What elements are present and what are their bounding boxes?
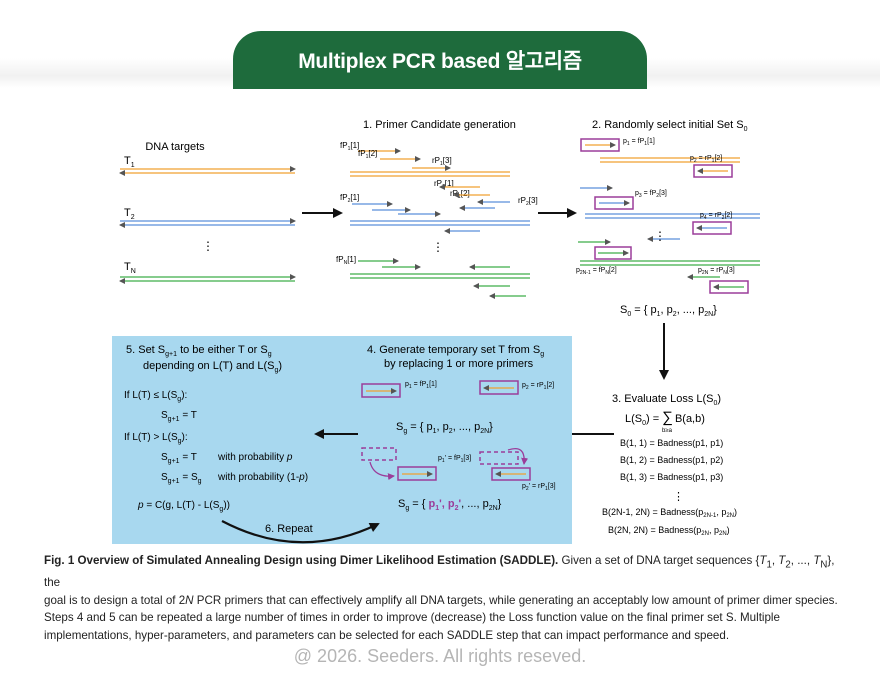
caption-line-2: goal is to design a total of 2N PCR prim… bbox=[44, 593, 838, 607]
saddle-figure: DNA targets T1 T2 ⋮ TN 1. Primer Candida… bbox=[112, 119, 760, 544]
label-fpn-1: fPN[1] bbox=[336, 255, 356, 266]
label-p1-prime: p1' = fP1[3] bbox=[438, 455, 471, 464]
label-rp1-3: rP1[3] bbox=[432, 156, 452, 167]
copyright-footer: @ 2026. Seeders. All rights reseved. bbox=[293, 646, 587, 666]
dna-targets-title: DNA targets bbox=[145, 141, 205, 153]
step1-title: 1. Primer Candidate generation bbox=[363, 119, 516, 131]
panel-initial-set: 2. Randomly select initial Set S0 p1 = f… bbox=[576, 119, 760, 318]
label-p3: p3 = fP2[3] bbox=[635, 190, 667, 199]
label-p1: p1 = fP1[1] bbox=[623, 138, 655, 147]
label-rp2-3: rP2[3] bbox=[518, 196, 538, 207]
step2-title: 2. Randomly select initial Set S0 bbox=[592, 119, 748, 133]
step4-title-line1: 4. Generate temporary set T from Sg bbox=[367, 344, 544, 358]
condition-gt: If L(T) > L(Sg): bbox=[124, 432, 188, 445]
set-sg-updated: Sg = { p1', p2', ..., p2N} bbox=[398, 498, 502, 512]
p-definition: p = C(g, L(T) - L(Sg)) bbox=[137, 500, 230, 513]
prob-1-p: with probability (1-p) bbox=[217, 472, 308, 483]
panel-temporary-set: 4. Generate temporary set T from Sg by r… bbox=[361, 344, 556, 512]
prob-p: with probability p bbox=[217, 452, 293, 463]
loss-formula: L(S0) = ∑B(a,b) bbox=[625, 409, 705, 427]
set-sg: Sg = { p1, p2, ..., p2N} bbox=[396, 421, 493, 435]
step6-label: 6. Repeat bbox=[265, 523, 313, 535]
panel-primer-candidates: 1. Primer Candidate generation fP1[1] fP… bbox=[336, 119, 538, 299]
label-p2-prime: p2' = rP1[3] bbox=[522, 483, 556, 492]
step5-title-line2: depending on L(T) and L(Sg) bbox=[143, 360, 282, 374]
label-fp1-1: fP1[1] bbox=[340, 141, 359, 152]
panel-set-next: 5. Set Sg+1 to be either T or Sg dependi… bbox=[124, 344, 308, 513]
step4-title-line2: by replacing 1 or more primers bbox=[384, 358, 534, 370]
sum-subscript: b≥a bbox=[662, 428, 673, 434]
vdots-initial: ⋮ bbox=[654, 229, 666, 243]
vdots-loss: ⋮ bbox=[673, 491, 684, 503]
result-gt-sg: Sg+1 = Sg bbox=[161, 472, 202, 485]
step5-title-line1: 5. Set Sg+1 to be either T or Sg bbox=[126, 344, 272, 358]
page-title: Multiplex PCR based 알고리즘 bbox=[298, 50, 582, 73]
label-fp2-1: fP2[1] bbox=[340, 193, 359, 204]
label-fp1-2: fP1[2] bbox=[358, 149, 377, 160]
title-pill: Multiplex PCR based 알고리즘 bbox=[233, 31, 647, 89]
b2n: B(2N, 2N) = Badness(p2N, p2N) bbox=[608, 525, 730, 537]
label-p4: p4 = rP2[2] bbox=[700, 212, 732, 221]
caption-line-1: Fig. 1 Overview of Simulated Annealing D… bbox=[44, 554, 835, 589]
repeat-arrow bbox=[221, 520, 380, 544]
label-p2: p2 = rP1[2] bbox=[690, 155, 722, 164]
label-p2n: p2N = rPN[3] bbox=[698, 267, 735, 276]
panel-dna-targets: DNA targets T1 T2 ⋮ TN bbox=[119, 141, 296, 284]
b11: B(1, 1) = Badness(p1, p1) bbox=[620, 438, 723, 448]
label-p2n-1: p2N-1 = fPN[2] bbox=[576, 267, 617, 276]
label-p2-temp: p2 = rP1[2] bbox=[522, 382, 554, 391]
label-p1-temp: p1 = fP1[1] bbox=[405, 381, 437, 390]
set-s0: S0 = { p1, p2, ..., p2N} bbox=[620, 304, 717, 318]
b2n-1: B(2N-1, 2N) = Badness(p2N-1, p2N) bbox=[602, 507, 737, 519]
condition-le: If L(T) ≤ L(Sg): bbox=[124, 390, 187, 403]
vdots: ⋮ bbox=[202, 239, 214, 253]
caption-title: Fig. 1 Overview of Simulated Annealing D… bbox=[44, 554, 559, 567]
result-gt-t: Sg+1 = T bbox=[161, 452, 197, 465]
step3-title: 3. Evaluate Loss L(S0) bbox=[612, 393, 721, 407]
vdots-candidates: ⋮ bbox=[432, 240, 444, 254]
caption-line-3: Steps 4 and 5 can be repeated a large nu… bbox=[44, 611, 780, 625]
loop-panel bbox=[112, 336, 572, 544]
caption-line-4: implementations, hyper-parameters, and p… bbox=[44, 628, 730, 642]
b12: B(1, 2) = Badness(p1, p2) bbox=[620, 455, 723, 465]
panel-evaluate-loss: 3. Evaluate Loss L(S0) L(S0) = ∑B(a,b) b… bbox=[602, 393, 737, 537]
b13: B(1, 3) = Badness(p1, p3) bbox=[620, 472, 723, 482]
result-le: Sg+1 = T bbox=[161, 410, 197, 423]
label-t2: T2 bbox=[124, 207, 135, 221]
figure-caption: Fig. 1 Overview of Simulated Annealing D… bbox=[44, 552, 840, 644]
label-t1: T1 bbox=[124, 155, 135, 169]
label-tn: TN bbox=[124, 261, 136, 275]
